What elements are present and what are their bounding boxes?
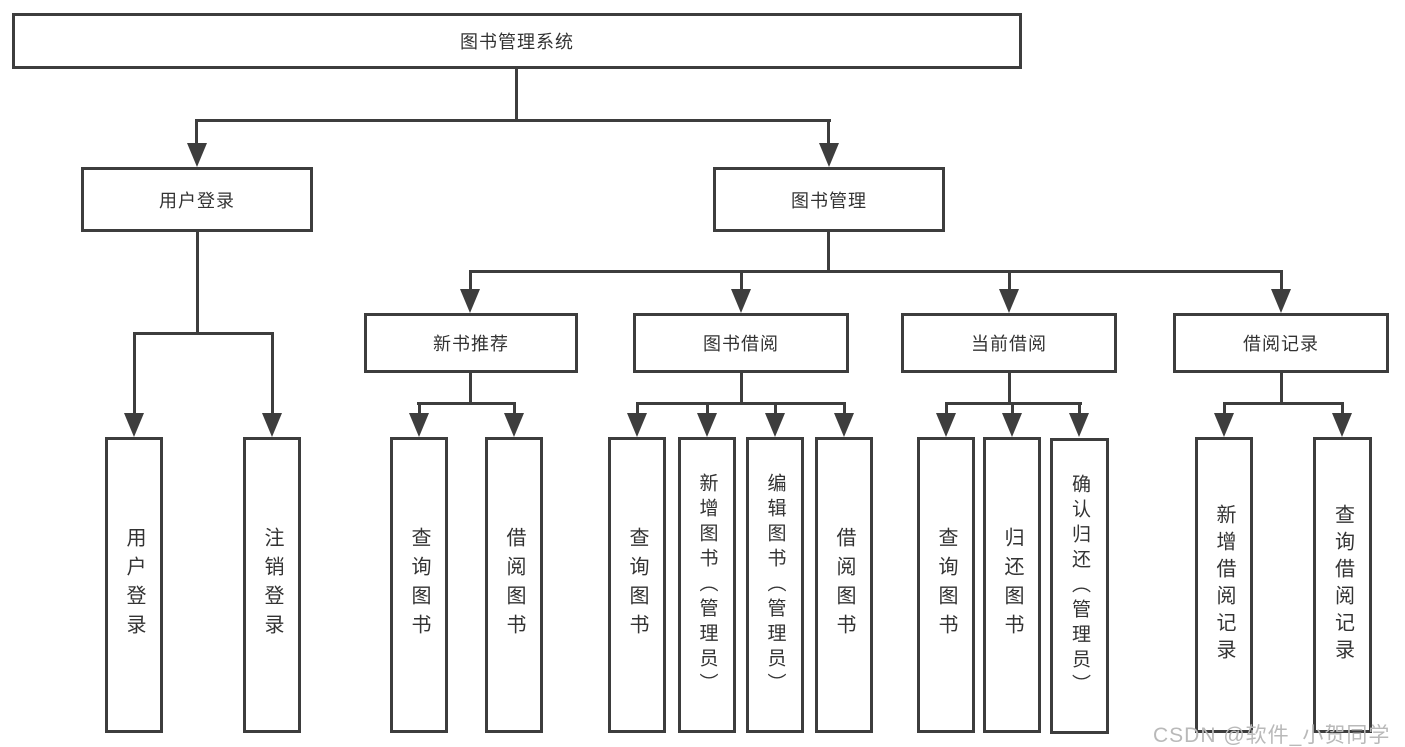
arrow-down-icon [627,413,647,437]
leaf-query-borrow-record: 查询借阅记录 [1313,437,1372,733]
leaf-label: 查询借阅记录 [1331,504,1354,666]
arrow-down-icon [765,413,785,437]
arrow-down-icon [819,143,839,167]
connector-stem [469,270,472,292]
leaf-query-books-current: 查询图书 [917,437,975,733]
connector-stem [774,402,777,416]
node-borrow-records: 借阅记录 [1173,313,1389,373]
leaf-borrow-books: 借阅图书 [815,437,873,733]
connector-stem [636,402,639,416]
connector-stem [843,402,846,416]
leaf-user-login: 用户登录 [105,437,163,733]
connector-book-mgmt-stem [827,232,830,273]
node-new-book-recommend: 新书推荐 [364,313,578,373]
leaf-label: 新增图书（管理员） [696,472,718,698]
leaf-label: 查询图书 [626,527,648,643]
arrow-down-icon [187,143,207,167]
arrow-down-icon [936,413,956,437]
connector-bar [1223,402,1344,405]
node-user-login: 用户登录 [81,167,313,232]
node-book-management: 图书管理 [713,167,945,232]
node-book-borrow: 图书借阅 [633,313,849,373]
arrow-down-icon [460,289,480,313]
connector-stem [1223,402,1226,416]
connector-stem [418,402,421,416]
connector-stem [1341,402,1344,416]
arrow-down-icon [262,413,282,437]
connector-stem [1011,402,1014,416]
leaf-label: 新增借阅记录 [1213,504,1235,666]
connector-stem [271,332,274,417]
connector-stem [1078,402,1081,416]
connector-stem [1280,373,1283,405]
connector-stem [513,402,516,416]
node-current-borrow: 当前借阅 [901,313,1117,373]
connector-user-login-stem [196,232,199,335]
connector-stem [706,402,709,416]
connector-stem [740,373,743,405]
arrow-down-icon [697,413,717,437]
leaf-add-books-admin: 新增图书（管理员） [678,437,736,733]
arrow-down-icon [731,289,751,313]
leaf-label: 归还图书 [1001,527,1023,643]
arrow-down-icon [124,413,144,437]
connector-stem [469,373,472,405]
leaf-label: 借阅图书 [833,527,855,643]
connector-l3-bar [469,270,1283,273]
arrow-down-icon [1214,413,1234,437]
connector-stem [945,402,948,416]
leaf-borrow-books-recommend: 借阅图书 [485,437,543,733]
connector-stem [740,270,743,292]
node-current-borrow-label: 当前借阅 [971,334,1047,354]
arrow-down-icon [409,413,429,437]
connector-user-login-bar [133,332,274,335]
leaf-query-books-recommend: 查询图书 [390,437,448,733]
leaf-user-login-label: 用户登录 [123,527,145,643]
arrow-down-icon [504,413,524,437]
leaf-logout-label: 注销登录 [261,527,283,643]
connector-stem [1008,270,1011,292]
connector-root-stem [515,69,518,121]
leaf-query-books-borrow: 查询图书 [608,437,666,733]
leaf-label: 编辑图书（管理员） [764,472,786,698]
arrow-down-icon [1271,289,1291,313]
leaf-label: 查询图书 [408,527,430,643]
leaf-add-borrow-record: 新增借阅记录 [1195,437,1253,733]
leaf-label: 借阅图书 [503,527,525,643]
arrow-down-icon [999,289,1019,313]
connector-stem [1008,373,1011,405]
arrow-down-icon [1069,413,1089,437]
connector-bar [636,402,846,405]
node-root: 图书管理系统 [12,13,1022,69]
leaf-confirm-return-admin: 确认归还（管理员） [1050,438,1109,734]
connector-l2-bar [196,119,831,122]
node-book-borrow-label: 图书借阅 [703,334,779,354]
node-new-book-recommend-label: 新书推荐 [433,334,509,354]
node-borrow-records-label: 借阅记录 [1243,334,1319,354]
connector-bar [417,402,516,405]
node-user-login-label: 用户登录 [159,190,235,211]
leaf-label: 查询图书 [935,527,957,643]
node-root-label: 图书管理系统 [460,32,574,52]
arrow-down-icon [1002,413,1022,437]
leaf-logout: 注销登录 [243,437,301,733]
connector-stem [133,332,136,417]
arrow-down-icon [1332,413,1352,437]
leaf-return-books: 归还图书 [983,437,1041,733]
connector-l2-stem-left [195,119,198,149]
leaf-edit-books-admin: 编辑图书（管理员） [746,437,804,733]
connector-stem [1280,270,1283,292]
connector-l2-stem-right [827,119,830,149]
node-book-management-label: 图书管理 [791,190,867,211]
arrow-down-icon [834,413,854,437]
csdn-watermark: CSDN @软件_小贺同学 [1153,724,1391,747]
leaf-label: 确认归还（管理员） [1069,473,1090,699]
